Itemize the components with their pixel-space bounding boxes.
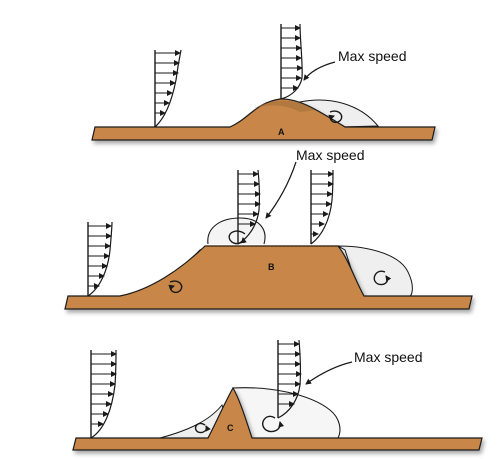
velocity-profile-b3	[310, 169, 334, 245]
eddy-icon-b1	[168, 280, 183, 294]
callout-arrow-c	[305, 361, 353, 385]
max-speed-label-b: Max speed	[296, 147, 364, 163]
hill-shade-a	[255, 100, 315, 112]
panel-b: Max speed B	[64, 147, 473, 310]
panel-c: Max speed C	[72, 339, 483, 451]
velocity-profile-a1	[154, 49, 182, 128]
velocity-profile-c1	[90, 349, 117, 439]
eddy-icon-c2	[262, 415, 285, 433]
ground-b	[64, 245, 473, 310]
ground-a	[91, 98, 436, 141]
max-speed-label-a: Max speed	[338, 48, 406, 64]
callout-arrow-b	[265, 161, 297, 219]
velocity-profile-b2	[237, 169, 261, 245]
panel-label-c: C	[227, 423, 234, 433]
max-speed-label-c: Max speed	[354, 349, 422, 365]
eddy-icon-a	[328, 110, 343, 124]
eddy-icon-b3	[373, 270, 392, 286]
eddy-icon-c1	[194, 422, 211, 434]
velocity-profile-a2	[280, 23, 303, 100]
callout-arrow-a	[303, 61, 336, 81]
velocity-profile-c2	[277, 339, 302, 419]
velocity-profile-b1	[87, 221, 113, 297]
panel-a: Max speed A	[91, 23, 436, 141]
panel-label-b: B	[268, 262, 275, 272]
panel-label-a: A	[278, 127, 285, 137]
ground-c	[72, 386, 483, 451]
